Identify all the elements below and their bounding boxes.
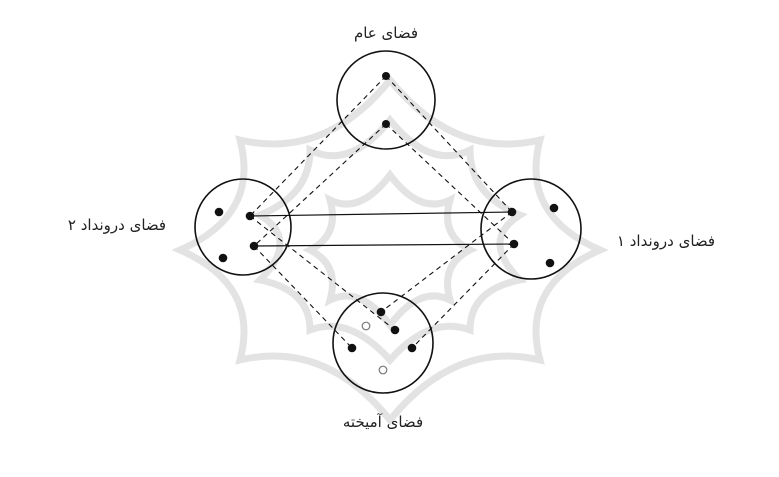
space-elements [214,72,559,353]
blend-dot-2 [390,325,400,335]
input2-space-circle [194,178,292,276]
dashed-line-input1-blend-a [380,211,513,313]
input2-space-label: فضای درونداد ۲ [68,216,166,234]
space-circles [194,50,582,394]
generic-dot-1 [382,72,390,80]
solid-connectors [249,211,515,247]
input2-dot-4 [218,253,228,263]
input2-dot-1 [214,207,224,217]
blend-dot-3 [347,343,357,353]
input1-dot-2 [549,203,559,213]
input1-space-label: فضای درونداد ۱ [617,232,715,250]
solid-line-bottom [253,243,515,247]
input2-dot-2 [245,211,255,221]
dashed-line-generic-input2-a [249,75,387,217]
input1-dot-4 [545,258,555,268]
input1-dot-3 [509,239,519,249]
dashed-line-input2-blend-a [249,215,396,331]
blend-dot-1 [376,307,386,317]
dashed-line-generic-input1-a [385,75,513,213]
blend-space-label: فضای آمیخته [343,413,423,431]
input1-dot-1 [507,207,517,217]
blend-space-circle [332,292,434,394]
input1-space-circle [480,178,582,280]
blend-hollow-dot-1 [361,321,371,331]
blend-dot-4 [407,343,417,353]
solid-line-top [249,211,513,217]
blend-hollow-elements [361,321,388,375]
generic-space-label: فضای عام [354,24,418,42]
generic-space-circle [336,50,436,150]
watermark-ornament [171,74,609,426]
dashed-line-input1-blend-b [411,243,515,349]
blend-hollow-dot-2 [378,365,388,375]
dashed-line-input2-blend-b [253,245,353,349]
input2-dot-3 [249,241,259,251]
generic-dot-2 [382,120,390,128]
